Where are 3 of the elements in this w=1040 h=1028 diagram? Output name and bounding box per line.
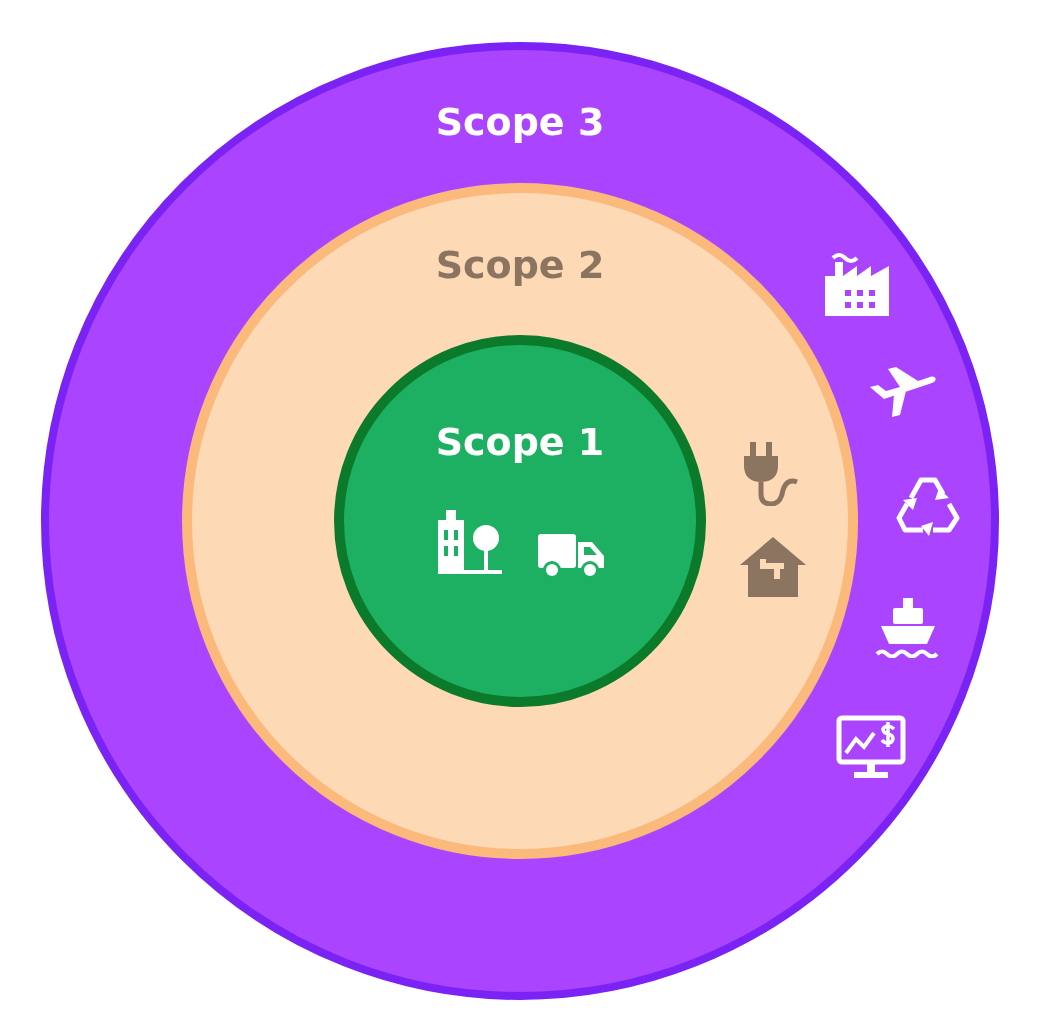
scope-title: Scope 3 xyxy=(435,100,605,144)
scope-title: Scope 2 xyxy=(435,243,605,287)
scope-title: Scope 1 xyxy=(435,420,605,464)
